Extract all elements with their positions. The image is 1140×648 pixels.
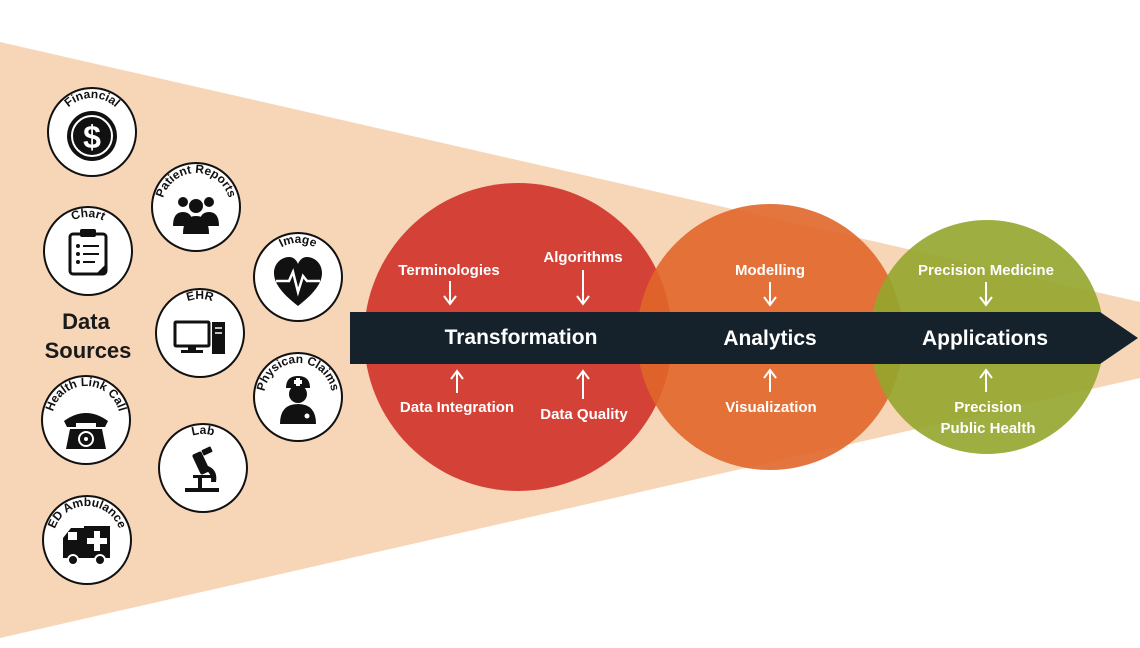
arrow-up-icon xyxy=(979,368,993,392)
label-data-quality: Data Quality xyxy=(540,406,628,423)
source-image: Image xyxy=(253,232,343,322)
label-precision-public-health-line2: Public Health xyxy=(940,420,1035,437)
source-health-link-call: Health Link Call xyxy=(41,375,131,465)
arrow-down-icon xyxy=(576,270,590,306)
stage-title-transformation: Transformation xyxy=(445,326,598,349)
stage-title-analytics: Analytics xyxy=(723,327,816,350)
source-label-lab: Lab xyxy=(190,423,216,438)
source-chart: Chart xyxy=(43,206,133,296)
label-modelling: Modelling xyxy=(735,262,805,279)
label-visualization: Visualization xyxy=(725,399,816,416)
arrow-down-icon xyxy=(763,282,777,307)
label-precision-public-health-line1: Precision xyxy=(954,399,1022,416)
svg-text:$: $ xyxy=(83,119,101,155)
arrow-up-icon xyxy=(763,368,777,392)
label-data-integration: Data Integration xyxy=(400,399,514,416)
source-financial: Financial $ xyxy=(47,87,137,177)
arrow-up-icon xyxy=(576,369,590,399)
source-label-ehr: EHR xyxy=(185,288,216,304)
source-label-image: Image xyxy=(276,232,319,250)
stage-title-applications: Applications xyxy=(922,327,1048,350)
dollar-icon: $ xyxy=(67,111,117,161)
computer-icon xyxy=(173,320,225,354)
source-patient-reports: Patient Reports xyxy=(151,162,241,252)
svg-text:Lab: Lab xyxy=(190,423,216,438)
source-physican-claims: Physican Claims xyxy=(253,352,343,442)
arrow-down-icon xyxy=(443,281,457,306)
telephone-icon xyxy=(64,413,108,449)
people-icon xyxy=(173,197,219,234)
source-lab: Lab xyxy=(158,423,248,513)
ambulance-icon xyxy=(63,526,110,566)
arrow-down-icon xyxy=(979,282,993,307)
label-algorithms: Algorithms xyxy=(543,249,622,266)
pipeline-arrow xyxy=(350,312,1138,364)
arrow-up-icon xyxy=(450,369,464,393)
clipboard-icon xyxy=(68,229,108,276)
doctor-icon xyxy=(280,376,316,424)
data-sources-title-line1: Data xyxy=(62,309,110,334)
microscope-icon xyxy=(185,446,219,492)
label-terminologies: Terminologies xyxy=(398,262,499,279)
svg-text:Image: Image xyxy=(276,232,319,250)
source-ed-ambulance: ED Ambulance xyxy=(42,495,132,585)
label-precision-medicine: Precision Medicine xyxy=(918,262,1054,279)
svg-text:EHR: EHR xyxy=(185,288,216,304)
data-sources-title-line2: Sources xyxy=(45,338,132,363)
source-ehr: EHR xyxy=(155,288,245,378)
heart-pulse-icon xyxy=(274,257,322,306)
